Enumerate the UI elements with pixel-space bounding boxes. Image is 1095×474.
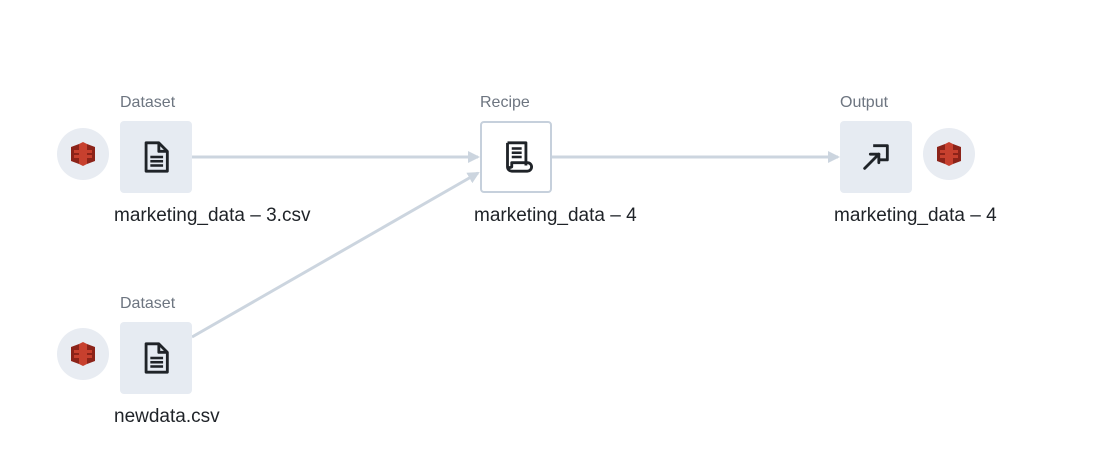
node-type-label: Output: [840, 94, 889, 111]
node-name-label[interactable]: marketing_data – 4: [474, 205, 637, 226]
document-icon: [144, 141, 169, 173]
node-type-label: Dataset: [120, 295, 176, 312]
s3-bucket-icon: [71, 142, 95, 166]
document-icon: [144, 342, 169, 374]
node-name-label[interactable]: marketing_data – 4: [834, 205, 997, 226]
arrow-up-right-box-icon: [863, 144, 889, 170]
s3-source-badge: [57, 328, 109, 380]
recipe-node-marketing-data-4[interactable]: [480, 121, 552, 193]
dataset-node-marketing-data-3[interactable]: [120, 121, 192, 193]
node-type-label: Recipe: [480, 94, 530, 111]
s3-destination-badge: [923, 128, 975, 180]
output-node-marketing-data-4[interactable]: [840, 121, 912, 193]
edge-dataset2-to-recipe: [191, 171, 480, 339]
node-name-label[interactable]: marketing_data – 3.csv: [114, 205, 311, 226]
s3-source-badge: [57, 128, 109, 180]
s3-bucket-icon: [71, 342, 95, 366]
s3-bucket-icon: [937, 142, 961, 166]
node-name-label[interactable]: newdata.csv: [114, 406, 220, 427]
node-type-label: Dataset: [120, 94, 176, 111]
scroll-icon: [506, 141, 533, 173]
dataset-node-newdata[interactable]: [120, 322, 192, 394]
